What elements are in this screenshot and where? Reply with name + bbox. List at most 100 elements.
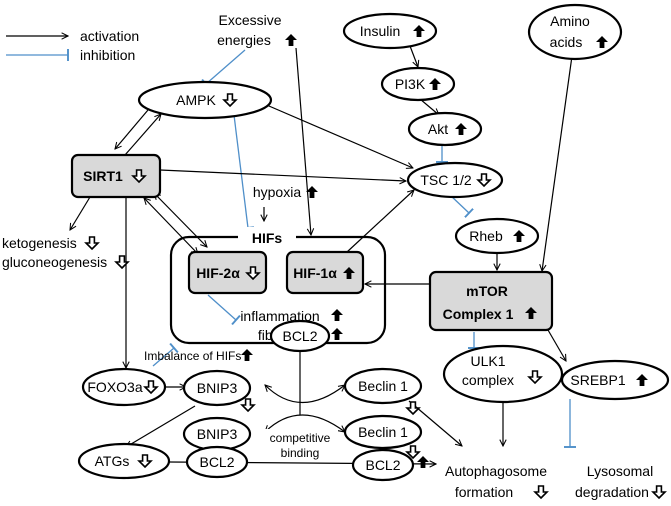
edge-sirt1-ketogenesis: [70, 196, 91, 230]
arrow-down-shape: [651, 485, 667, 500]
srebp1-trend-icon: [636, 374, 648, 386]
bcl2-pair-right-label: BCL2: [365, 457, 400, 473]
akt-label: Akt: [428, 121, 448, 137]
node-ketogenesis: ketogenesis: [2, 235, 100, 251]
ampk-trend-icon: [222, 93, 238, 108]
bcl2-pair-right-trend-icon: [417, 456, 429, 468]
bnip3-pair-label: BNIP3: [197, 426, 238, 442]
edge-sirt1-tsc: [159, 169, 406, 181]
arrow-down-shape: [143, 380, 159, 395]
akt-trend-icon: [455, 123, 467, 135]
node-ulk1: ULK1 complex: [442, 344, 564, 404]
node-hypoxia: hypoxia: [253, 184, 318, 200]
arrow-down-shape: [405, 445, 421, 460]
foxo3a-label: FOXO3a: [87, 379, 142, 395]
imbalance-trend-icon: [241, 349, 253, 361]
arrow-up-shape: [413, 25, 425, 37]
tsc-label: TSC 1/2: [420, 172, 472, 188]
pi3k-trend-icon: [429, 78, 441, 90]
rheb-trend-icon: [513, 230, 525, 242]
bnip3-trend-icon: [240, 398, 256, 413]
edge-energies-ampk: [201, 49, 246, 90]
node-rheb: Rheb: [454, 217, 540, 255]
arrow-down-shape: [405, 401, 421, 416]
legend-inhibition-label: inhibition: [80, 47, 135, 63]
node-insulin: Insulin: [342, 12, 438, 50]
edge-amino-mtor: [542, 55, 573, 271]
tsc-ellipse: [406, 161, 504, 199]
atgs-trend-icon: [137, 454, 153, 469]
beclin1-pair-trend-icon: [405, 445, 421, 460]
hif2a-trend-icon: [245, 266, 261, 281]
atgs-label: ATGs: [95, 453, 130, 469]
arrow-down-shape: [240, 398, 256, 413]
foxo3a-ellipse: [81, 367, 167, 407]
bcl2-pair-left-label: BCL2: [199, 454, 234, 470]
node-beclin1: Beclin 1: [343, 367, 423, 416]
arrow-down-shape: [137, 454, 153, 469]
edge-hif2a-inflammation: [207, 294, 241, 326]
pi3k-ellipse: [380, 66, 456, 102]
atgs-ellipse: [77, 442, 171, 480]
srebp1-label: SREBP1: [570, 372, 625, 388]
ulk1-line2: complex: [462, 372, 514, 388]
arrow-down-shape: [476, 173, 492, 188]
node-ampk: AMPK: [137, 80, 273, 120]
gluconeogenesis-label: gluconeogenesis: [2, 254, 107, 270]
insulin-label: Insulin: [360, 23, 400, 39]
edge-bnip3-atgs: [126, 405, 196, 447]
gluconeogenesis-trend-icon: [114, 255, 130, 270]
node-beclin1-bcl2-complex: Beclin 1 BCL2: [343, 414, 429, 482]
rheb-ellipse: [454, 217, 540, 255]
sirt1-label: SIRT1: [83, 168, 123, 184]
arrow-up-shape: [429, 78, 441, 90]
node-gluconeogenesis: gluconeogenesis: [2, 254, 130, 270]
edge-exchange-top: [265, 385, 345, 404]
tsc-trend-icon: [476, 173, 492, 188]
arrow-down-shape: [84, 236, 100, 251]
node-competitive-binding: competitive binding: [262, 429, 338, 461]
edge-hif1a-tsc: [346, 190, 414, 253]
amino-acids-line1: Amino: [550, 13, 590, 29]
competitive-line2: binding: [281, 446, 320, 460]
arrow-up-shape: [417, 456, 429, 468]
hypoxia-label: hypoxia: [253, 184, 301, 200]
rheb-label: Rheb: [469, 228, 503, 244]
node-foxo3a: FOXO3a: [81, 367, 167, 407]
arrow-up-shape: [343, 267, 355, 279]
mtor-box: [428, 270, 554, 332]
ulk1-ellipse: [442, 344, 564, 404]
insulin-ellipse: [342, 12, 438, 50]
arrow-up-shape: [331, 328, 343, 340]
imbalance-label: Imbalance of HIFs: [144, 349, 241, 363]
edge-ampk-hifs: [233, 114, 255, 230]
node-srebp1: SREBP1: [560, 359, 670, 401]
arrow-up-shape: [513, 230, 525, 242]
amino-acids-trend-icon: [596, 36, 608, 48]
pi3k-label: PI3K: [395, 76, 426, 92]
node-mtor: mTOR Complex 1: [428, 270, 554, 332]
hifs-title: HIFs: [252, 230, 283, 246]
bcl2-top-label: BCL2: [282, 328, 317, 344]
bcl2-pair-right-ellipse: [351, 448, 415, 482]
node-autophagosome: Autophagosome formation: [445, 463, 549, 500]
competitive-line1: competitive: [270, 431, 331, 445]
edge-imbalance-foxo3a: [152, 342, 179, 367]
foxo3a-trend-icon: [143, 380, 159, 395]
arrow-up-shape: [455, 123, 467, 135]
edge-sirt1-hif2a-a: [144, 198, 198, 254]
node-sirt1: SIRT1: [70, 153, 162, 199]
arrow-down-shape: [131, 169, 147, 184]
edge-insulin-pi3k: [409, 45, 418, 67]
edge-ampk-sirt1: [115, 109, 149, 149]
beclin1-label: Beclin 1: [358, 378, 408, 394]
akt-ellipse: [407, 111, 483, 147]
mtor-trend-icon: [525, 307, 537, 319]
node-akt: Akt: [407, 111, 483, 147]
node-hif1a: HIF-1α: [285, 250, 365, 295]
excessive-energies-line1: Excessive: [218, 12, 281, 28]
hypoxia-trend-icon: [306, 186, 318, 198]
arrow-down-shape: [222, 93, 238, 108]
hifs-title-bg: [238, 227, 296, 247]
